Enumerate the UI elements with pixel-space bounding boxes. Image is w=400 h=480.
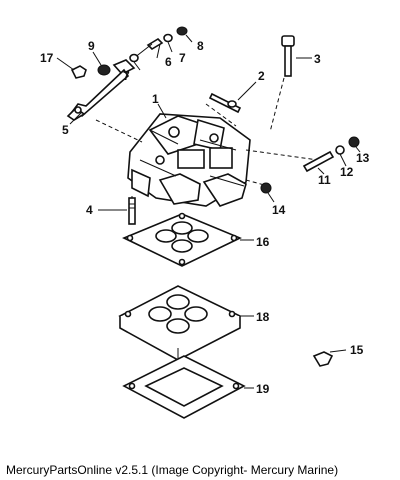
callout-8: 8 [197,39,204,53]
part-18-spacer [118,285,242,361]
part-14-nut [260,182,272,194]
callout-7-upper: 7 [179,51,186,65]
callout-1: 1 [152,92,159,106]
callout-7-lower: 7 [123,69,130,83]
part-8-clip [176,26,188,36]
part-5-throttle-lever [66,59,136,121]
part-9-nut [97,64,111,76]
callout-13: 13 [356,151,370,165]
callout-4: 4 [86,203,93,217]
callout-19: 19 [256,382,270,396]
part-7-washer-upper [163,33,173,43]
callout-6: 6 [165,55,172,69]
part-7-washer-lower [129,53,139,63]
part-11-stud [302,150,335,173]
callout-17: 17 [40,51,54,65]
callout-5: 5 [62,123,69,137]
part-19-gasket [122,355,246,419]
callout-18: 18 [256,310,270,324]
exploded-parts-diagram: 17 9 7 6 7 8 3 2 1 5 13 12 11 4 14 16 18… [40,26,370,419]
part-1-carburetor [127,113,251,207]
part-16-gasket [122,212,242,267]
part-12-washer [335,145,345,155]
part-4-stud [128,197,136,225]
part-15-cap [312,351,334,367]
part-2-pin [208,92,242,114]
callout-9: 9 [88,39,95,53]
part-3-stud [281,35,295,77]
callout-11: 11 [318,173,331,187]
image-caption: MercuryPartsOnline v2.5.1 (Image Copyrig… [6,463,339,477]
callout-16: 16 [256,235,270,249]
part-17-cap [70,65,87,79]
callout-14: 14 [272,203,286,217]
callout-3: 3 [314,52,321,66]
part-13-nut [348,136,360,148]
callout-15: 15 [350,343,364,357]
callout-2: 2 [258,69,265,83]
callout-12: 12 [340,165,354,179]
